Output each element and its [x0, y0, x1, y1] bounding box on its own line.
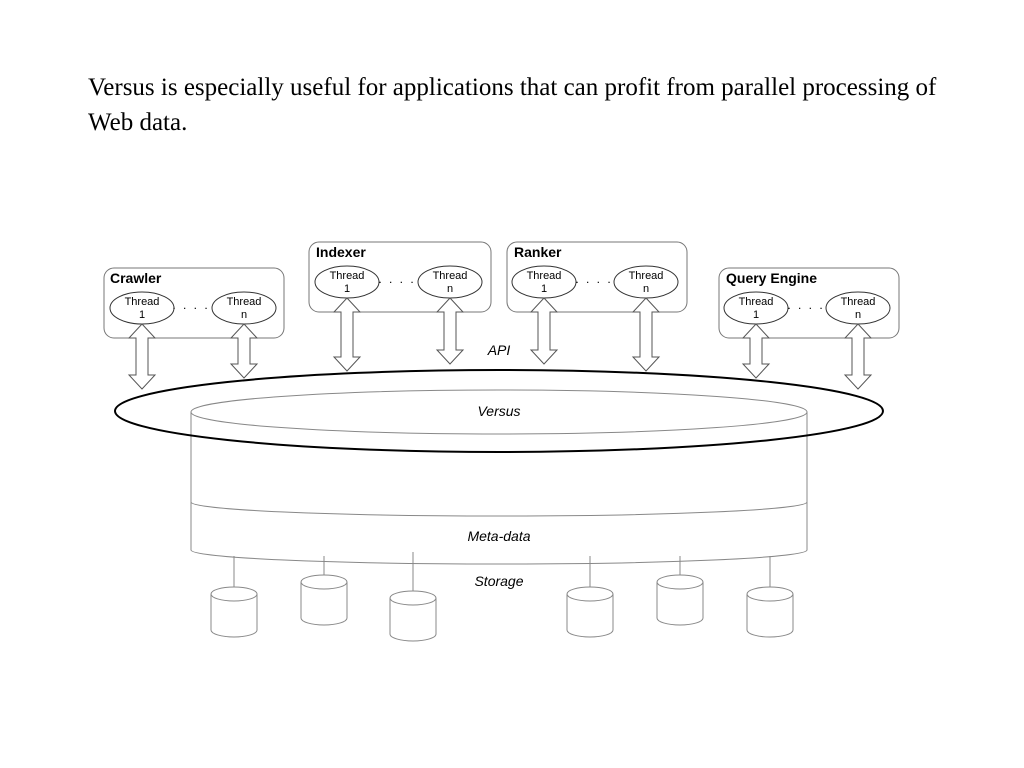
indexer-title: Indexer	[316, 244, 366, 260]
double-arrow-7	[741, 323, 771, 379]
storage-label: Storage	[474, 573, 523, 589]
double-arrow-4	[435, 297, 465, 365]
double-arrow-1	[127, 323, 157, 390]
storage-disk-4	[566, 556, 614, 638]
double-arrow-3	[332, 297, 362, 372]
query-engine-title: Query Engine	[726, 270, 817, 286]
indexer-thread-n-number: n	[447, 283, 453, 295]
api-label: API	[487, 342, 511, 358]
storage-disk-1	[210, 556, 258, 638]
query-engine-thread-ellipsis: . . . .	[787, 298, 824, 312]
storage-disk-6	[746, 556, 794, 638]
ranker-title: Ranker	[514, 244, 562, 260]
query-engine-thread-1-label: Thread	[739, 296, 774, 308]
indexer-thread-1-label: Thread	[330, 270, 365, 282]
crawler-thread-1-label: Thread	[125, 296, 160, 308]
versus-label: Versus	[477, 403, 520, 419]
api-ring	[114, 369, 884, 453]
crawler-component: Crawler Thread 1 . . . . Thread n	[103, 267, 285, 339]
crawler-thread-n-number: n	[241, 309, 247, 321]
versus-database-cylinder	[190, 389, 808, 565]
crawler-thread-1-number: 1	[139, 309, 145, 321]
storage-disks	[210, 552, 794, 642]
query-engine-thread-n-label: Thread	[841, 296, 876, 308]
storage-disk-5	[656, 556, 704, 626]
double-arrow-8	[843, 323, 873, 390]
ranker-component: Ranker Thread 1 . . . . Thread n	[506, 241, 688, 313]
double-arrow-2	[229, 323, 259, 379]
ranker-thread-1-label: Thread	[527, 270, 562, 282]
slide-body-text: Versus is especially useful for applicat…	[88, 74, 937, 136]
query-engine-component: Query Engine Thread 1 . . . . Thread n	[718, 267, 900, 339]
storage-disk-2	[300, 556, 348, 626]
ranker-thread-1-number: 1	[541, 283, 547, 295]
indexer-thread-ellipsis: . . . .	[378, 272, 415, 286]
metadata-label: Meta-data	[467, 528, 530, 544]
storage-disk-3	[389, 552, 437, 642]
query-engine-thread-n-number: n	[855, 309, 861, 321]
ranker-thread-n-label: Thread	[629, 270, 664, 282]
query-engine-thread-1-number: 1	[753, 309, 759, 321]
indexer-thread-n-label: Thread	[433, 270, 468, 282]
crawler-title: Crawler	[110, 270, 162, 286]
double-arrow-6	[631, 297, 661, 372]
crawler-thread-n-label: Thread	[227, 296, 262, 308]
double-arrow-5	[529, 297, 559, 365]
ranker-thread-n-number: n	[643, 283, 649, 295]
indexer-component: Indexer Thread 1 . . . . Thread n	[308, 241, 492, 313]
indexer-thread-1-number: 1	[344, 283, 350, 295]
crawler-thread-ellipsis: . . . .	[172, 298, 209, 312]
api-arrows	[127, 297, 873, 390]
ranker-thread-ellipsis: . . . .	[575, 272, 612, 286]
